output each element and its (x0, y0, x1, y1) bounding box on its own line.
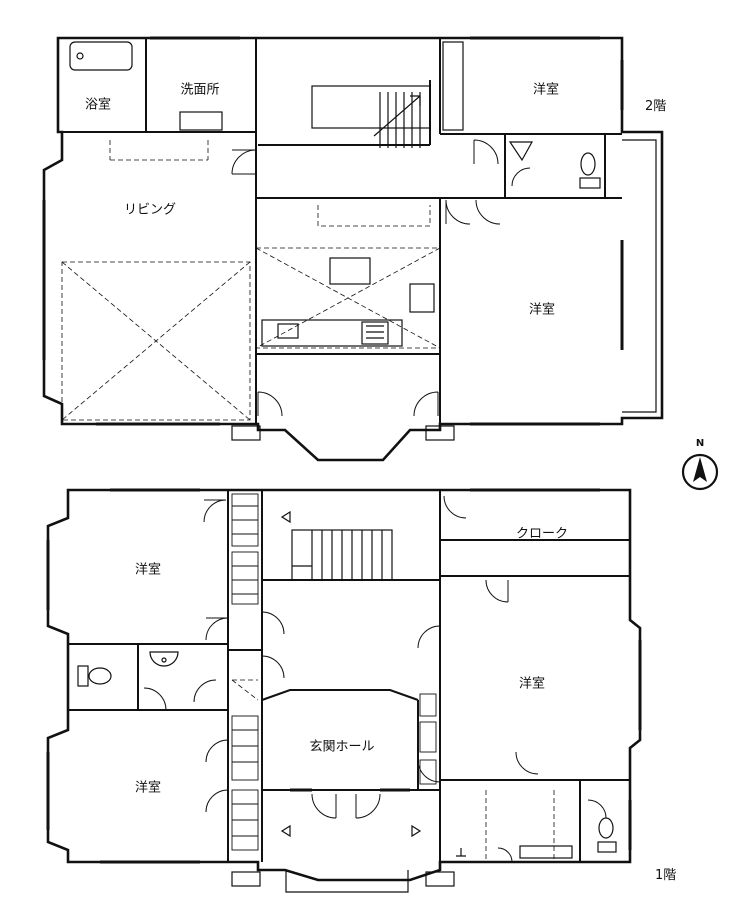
toilet-icon (598, 817, 614, 839)
bay-window-base (231, 425, 261, 441)
first-floor-plan (46, 488, 642, 893)
floor-label-2f: 2階 (645, 99, 667, 114)
first-floor-outer-wall (46, 488, 642, 882)
compass-icon (681, 453, 719, 491)
second-floor-plan (42, 36, 664, 462)
north-label: N (695, 438, 705, 449)
room-label-bath: 浴室 (84, 97, 112, 113)
step-base (231, 871, 261, 887)
direction-arrow-icon (280, 824, 291, 838)
room-label-bedroom-ne-2f: 洋室 (532, 82, 560, 98)
north-compass: N (680, 438, 720, 494)
bathtub-icon (69, 41, 133, 71)
sink-counter-icon (519, 845, 573, 859)
floor-label-1f: 1階 (655, 868, 677, 883)
first-floor-windows (46, 488, 642, 864)
wardrobe-icon (442, 41, 464, 131)
room-label-entrance-hall: 玄関ホール (309, 739, 375, 755)
faucet-icon (456, 848, 466, 857)
second-floor-outer-wall (42, 36, 664, 462)
room-label-closet: クローク (515, 526, 569, 542)
room-label-bedroom-nw-1f: 洋室 (134, 562, 162, 578)
stairs-icon (291, 529, 393, 581)
second-floor-windows (42, 36, 624, 426)
direction-arrow-icon (411, 824, 422, 838)
stairs-icon (311, 85, 431, 148)
vanity-icon (179, 111, 223, 131)
room-label-living: リビング (123, 202, 177, 218)
open-void-icon (61, 140, 441, 421)
closet-storage-icon (231, 493, 437, 851)
first-floor-doors (143, 495, 607, 863)
room-label-washroom: 洗面所 (180, 82, 220, 98)
room-label-bedroom-sw-1f: 洋室 (134, 780, 162, 796)
dashed-lines (231, 679, 555, 862)
balcony-rail (622, 139, 657, 413)
toilet-icon (580, 152, 596, 176)
first-floor-interior-walls (68, 490, 630, 862)
kitchen-counter-icon (261, 257, 435, 347)
second-floor-doors (231, 139, 531, 417)
hand-basin-icon (508, 141, 534, 162)
toilet-icon (88, 667, 112, 685)
room-label-bedroom-e-1f: 洋室 (518, 676, 546, 692)
room-label-bedroom-e-2f: 洋室 (528, 302, 556, 318)
hand-basin-icon (149, 651, 179, 667)
direction-arrow-icon (280, 510, 291, 524)
